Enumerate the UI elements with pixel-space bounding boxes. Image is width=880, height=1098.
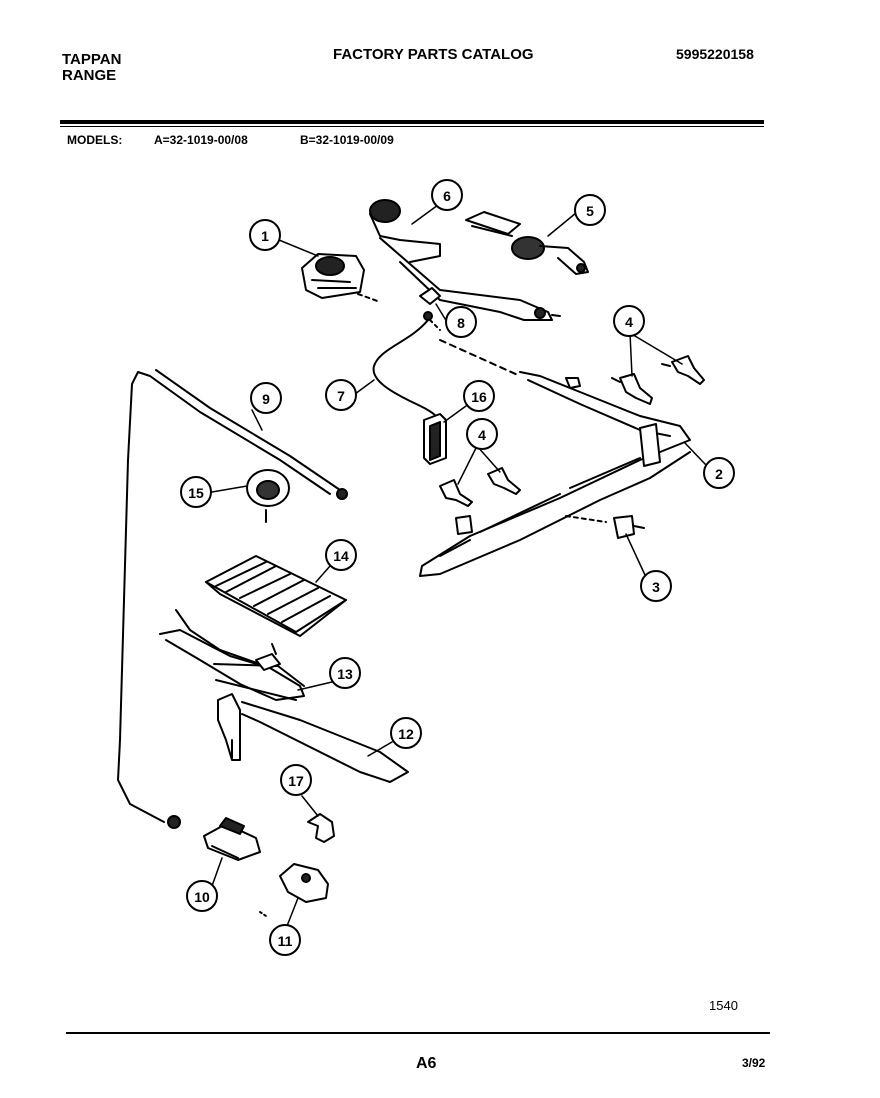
callout-12-circle: [390, 717, 422, 749]
callout-circles: [180, 179, 735, 956]
header-rule-thin: [60, 126, 764, 127]
part-2-manifold: [419, 371, 691, 577]
part-17-clip: [307, 813, 335, 843]
callout-4b: 4: [478, 427, 486, 443]
revision-date: 3/92: [742, 1056, 766, 1070]
callout-7: 7: [337, 388, 345, 404]
page-number: A6: [416, 1055, 437, 1072]
part-5-burner: [465, 211, 589, 275]
callout-5: 5: [586, 203, 594, 219]
model-b: B=32-1019-00/09: [300, 133, 394, 147]
callout-8: 8: [457, 315, 465, 331]
leader-lines: [211, 204, 707, 927]
part-4-valves-lower: [439, 467, 521, 507]
callout-5-circle: [574, 194, 606, 226]
brand-name: TAPPAN: [62, 51, 122, 68]
callout-4a-circle: [613, 305, 645, 337]
callout-15-circle: [180, 476, 212, 508]
callout-10: 10: [194, 889, 210, 905]
callout-6-circle: [431, 179, 463, 211]
callout-2: 2: [715, 466, 723, 482]
callout-9: 9: [262, 391, 270, 407]
callout-16: 16: [471, 389, 487, 405]
callout-12: 12: [398, 726, 414, 742]
callout-3-circle: [640, 570, 672, 602]
part-10-igniter: [203, 817, 261, 861]
part-7-wire: [372, 319, 437, 417]
part-15-nut: [246, 469, 290, 523]
part-6-burner: [369, 199, 561, 321]
callout-1: 1: [261, 228, 269, 244]
callout-8-circle: [445, 306, 477, 338]
part-9-tube: [117, 369, 348, 829]
models-label: MODELS:: [67, 133, 123, 147]
callout-2-circle: [703, 457, 735, 489]
part-1-valve: [301, 253, 381, 303]
callout-17-circle: [280, 764, 312, 796]
callout-16-circle: [463, 380, 495, 412]
callout-14-circle: [325, 539, 357, 571]
drawing-number: 1540: [709, 998, 738, 1013]
callout-13-circle: [329, 657, 361, 689]
callout-11-circle: [269, 924, 301, 956]
header-rule-thick: [60, 120, 764, 124]
callout-15: 15: [188, 485, 204, 501]
footer-rule: [66, 1032, 770, 1034]
callout-14: 14: [333, 548, 349, 564]
catalog-title: FACTORY PARTS CATALOG: [333, 46, 534, 63]
part-11-bracket: [259, 863, 329, 917]
callout-4a: 4: [625, 314, 633, 330]
callout-10-circle: [186, 880, 218, 912]
callout-4b-circle: [466, 418, 498, 450]
callout-1-circle: [249, 219, 281, 251]
catalog-number: 5995220158: [676, 46, 754, 62]
part-16-box: [423, 413, 447, 465]
callout-13: 13: [337, 666, 353, 682]
product-name: RANGE: [62, 67, 117, 84]
part-12-tube: [217, 693, 409, 783]
part-8-bracket: [419, 287, 441, 331]
part-14-baffle: [205, 555, 347, 637]
callout-11: 11: [278, 933, 293, 949]
part-4-valves-upper: [611, 355, 705, 405]
part-3-switch: [565, 515, 645, 539]
callout-3: 3: [652, 579, 660, 595]
callout-9-circle: [250, 382, 282, 414]
callout-6: 6: [443, 188, 451, 204]
callout-17: 17: [288, 773, 304, 789]
part-13-burner: [159, 609, 305, 701]
callout-7-circle: [325, 379, 357, 411]
model-a: A=32-1019-00/08: [154, 133, 248, 147]
